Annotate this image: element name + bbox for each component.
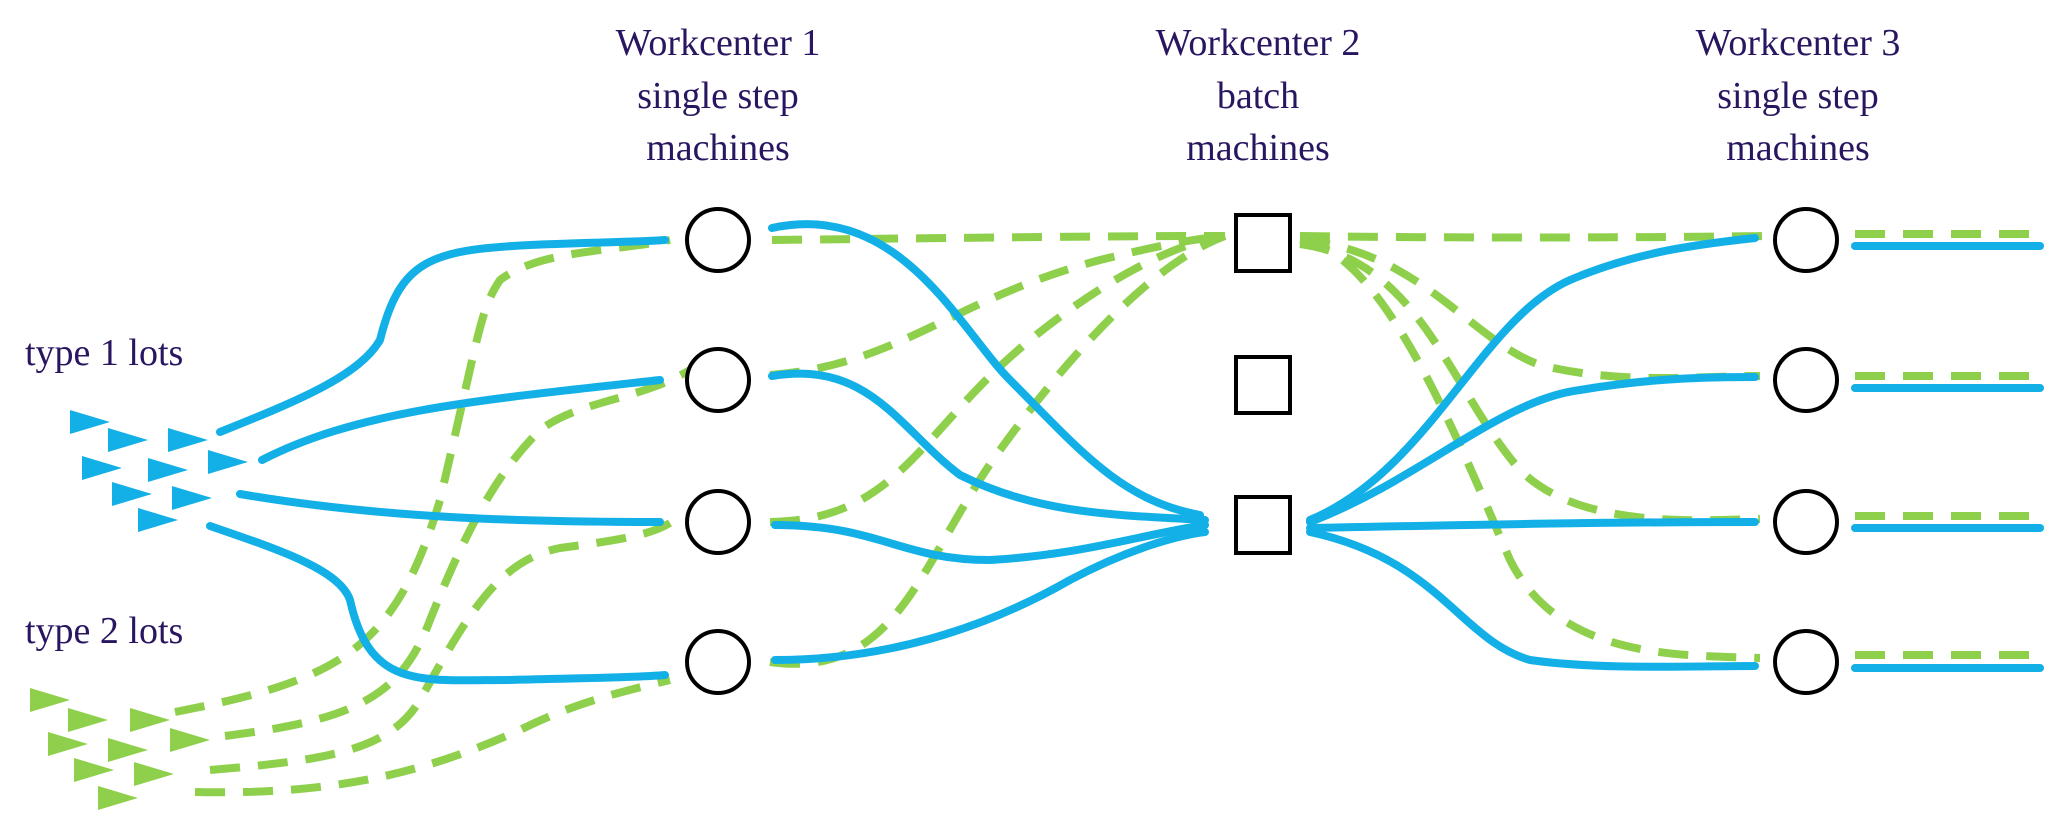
type-2-lot-marker [30, 688, 70, 712]
workcenter-1-title: Workcenter 1 [616, 22, 821, 64]
type-1-lot-marker [112, 482, 152, 506]
workcenter-2-machines: machines [1186, 127, 1330, 169]
type-2-lot-marker [68, 708, 108, 732]
type-2-lot-markers [30, 688, 210, 810]
type-2-flow-to-wc1-m3 [209, 519, 673, 774]
type-2-lot-marker [98, 786, 138, 810]
type-1-flow-to-wc1-m1 [216, 236, 669, 436]
workcenter-2-label: Workcenter 2 batch machines [1156, 22, 1361, 169]
wc1-machine-3 [685, 489, 751, 555]
workcenter-3-machines: machines [1726, 127, 1870, 169]
type-2-lots-label: type 2 lots [25, 610, 183, 652]
type-2-flow-wc1-m1-to-wc2 [771, 232, 1226, 244]
type-2-flow-lines [174, 230, 2040, 797]
type-1-flow-wc2-to-wc3-m2 [1306, 373, 1759, 526]
type-1-flow-wc2-to-wc3-m3 [1306, 518, 1759, 532]
type-2-flow-wc1-m2-to-wc2 [769, 232, 1226, 379]
workcenter-3-kind: single step [1717, 75, 1878, 117]
type-1-flow-wc1-m4-to-wc2 [771, 528, 1209, 664]
type-1-lot-marker [138, 508, 178, 532]
type-2-flow-to-wc1-m2 [224, 366, 693, 740]
type-1-flow-wc1-m3-to-wc2 [771, 521, 1209, 565]
workcenter-2-title: Workcenter 2 [1156, 22, 1361, 64]
type-1-flow-to-wc1-m2 [258, 376, 664, 464]
wc3-machine-3 [1773, 489, 1839, 555]
type-1-lot-marker [172, 486, 212, 510]
type-2-lot-marker [74, 758, 114, 782]
workcenter-1-machines [685, 207, 751, 695]
type-1-flow-wc1-m1-to-wc2 [768, 220, 1204, 519]
type-2-lot-marker [108, 738, 148, 762]
type-1-flow-to-wc1-m3 [236, 490, 664, 526]
type-1-flow-lines [206, 220, 2044, 685]
type-1-lots-label: type 1 lots [25, 332, 183, 374]
wc2-machine-2 [1234, 355, 1292, 415]
type-1-flow-wc2-to-wc3-m1 [1306, 234, 1759, 524]
type-2-lot-marker [170, 728, 210, 752]
type-2-lot-marker [130, 708, 170, 732]
wc2-machine-3 [1234, 495, 1292, 555]
wc3-machine-1 [1773, 207, 1839, 273]
workcenter-2-machines [1234, 213, 1292, 555]
wc3-machine-2 [1773, 347, 1839, 413]
wc1-machine-4 [685, 629, 751, 695]
type-2-lot-marker [134, 762, 174, 786]
type-1-lot-marker [208, 450, 248, 474]
workcenter-1-label: Workcenter 1 single step machines [616, 22, 821, 169]
type-2-flow-wc2-to-wc3-m1 [1299, 232, 1771, 242]
type-1-lot-marker [168, 428, 208, 452]
type-1-lot-marker [82, 456, 122, 480]
wc1-machine-1 [685, 207, 751, 273]
workcenter-1-kind: single step [637, 75, 798, 117]
type-2-flow-to-wc1-m1 [174, 236, 671, 716]
type-1-flow-wc2-to-wc3-m4 [1306, 528, 1759, 671]
type-1-flow-wc1-m2-to-wc2 [768, 369, 1209, 524]
workcenter-3-title: Workcenter 3 [1696, 22, 1901, 64]
type-1-lot-markers [70, 410, 248, 532]
type-1-flow-to-wc1-m4 [206, 522, 669, 685]
type-1-lot-marker [148, 458, 188, 482]
type-2-lot-marker [48, 732, 88, 756]
wc1-machine-2 [685, 347, 751, 413]
type-2-flow-to-wc1-m4 [194, 676, 671, 797]
workcenter-3-label: Workcenter 3 single step machines [1696, 22, 1901, 169]
type-2-flow-wc1-m3-to-wc2 [769, 232, 1226, 526]
workcenter-2-kind: batch [1217, 75, 1299, 117]
wc3-machine-4 [1773, 629, 1839, 695]
workcenter-3-machines [1773, 207, 1839, 695]
type-2-flow-wc2-to-wc3-m2 [1299, 236, 1761, 383]
type-1-lot-marker [70, 410, 110, 434]
type-2-flow-wc2-to-wc3-m4 [1299, 236, 1761, 662]
type-1-lot-marker [108, 428, 148, 452]
workcenter-1-machines: machines [646, 127, 790, 169]
wc2-machine-1 [1234, 213, 1292, 273]
